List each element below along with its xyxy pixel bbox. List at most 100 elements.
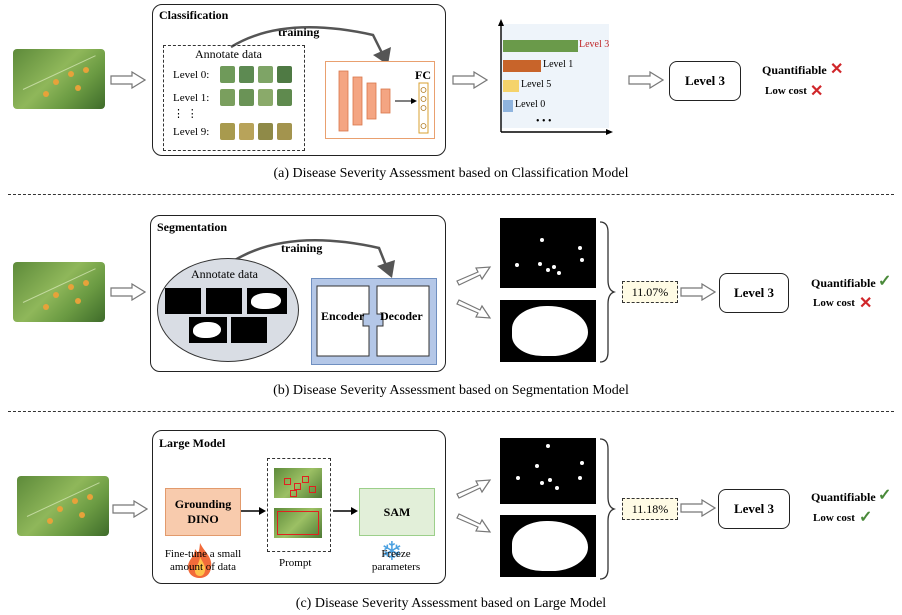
result-level-box: Level 3 (718, 489, 790, 529)
spot-mask-thumb (206, 288, 242, 314)
level-0-label: Level 0: (173, 69, 210, 81)
arrow-up-right-icon (456, 266, 492, 286)
sam-box: SAM (359, 488, 435, 536)
arrow-right-icon (680, 499, 716, 517)
arrow-right-icon (110, 71, 146, 89)
check-icon: ✓ (859, 509, 873, 526)
sample-thumb (239, 89, 254, 106)
check-icon: ✓ (878, 273, 892, 290)
bracket (599, 221, 616, 363)
chart-axes (498, 19, 613, 135)
classification-panel: Classification training Annotate data Le… (152, 4, 446, 156)
leaf-image-c (17, 476, 109, 536)
segmentation-panel: Segmentation training Annotate data Enco… (150, 215, 446, 372)
result-level-box: Level 3 (719, 273, 789, 313)
sample-thumb (239, 123, 254, 140)
snowflake-icon: ❄ (381, 537, 403, 566)
percent-box: 11.07% (622, 281, 678, 303)
caption-b: (b) Disease Severity Assessment based on… (273, 383, 629, 398)
caption-c: (c) Disease Severity Assessment based on… (295, 596, 607, 611)
percent-box: 11.18% (622, 498, 678, 520)
leaf-image-a (13, 49, 105, 109)
low-cost-label: Low cost (813, 297, 855, 309)
arrow-right-icon (110, 283, 146, 301)
training-arrow (234, 239, 395, 278)
annotate-data-box (163, 45, 305, 151)
annotate-label: Annotate data (195, 47, 262, 61)
result-level-box: Level 3 (669, 61, 741, 101)
sample-thumb (258, 89, 273, 106)
leaf-image-b (13, 262, 105, 322)
cnn-network-diagram (338, 70, 429, 134)
low-cost-label: Low cost (813, 512, 855, 524)
quantifiable-label: Quantifiable (811, 276, 876, 290)
bar-level-5 (503, 80, 519, 92)
sam-label: SAM (383, 504, 411, 519)
sample-thumb (258, 66, 273, 83)
grounding-dino-box: Grounding DINO (165, 488, 241, 536)
quantifiable-label: Quantifiable (811, 490, 876, 504)
arrow-right-icon (680, 283, 716, 301)
panel-title: Classification (159, 8, 229, 22)
bar-label-level-0: Level 0 (515, 99, 546, 110)
spot-mask-thumb (231, 317, 267, 343)
annotate-label: Annotate data (191, 267, 258, 281)
arrow-down-right-icon (456, 299, 492, 319)
spot-mask-output (500, 438, 596, 504)
arrow-right-icon (628, 71, 664, 89)
panel-title: Large Model (159, 436, 226, 450)
spot-mask-thumb (165, 288, 201, 314)
leaf-mask-thumb (189, 317, 227, 343)
training-label: training (281, 241, 323, 255)
arrow-up-right-icon (456, 479, 492, 499)
freeze-label: Freeze parameters (371, 548, 421, 573)
low-cost-label: Low cost (765, 85, 807, 97)
section-divider (8, 194, 894, 195)
sample-thumb (258, 123, 273, 140)
decoder-label: Decoder (380, 309, 423, 323)
spot-mask-output (500, 218, 596, 288)
bar-level-1 (503, 60, 541, 72)
arrow-to-sam (333, 507, 358, 515)
caption-a: (a) Disease Severity Assessment based on… (273, 166, 629, 181)
panel-title: Segmentation (157, 220, 227, 234)
sample-thumb (277, 123, 292, 140)
leaf-mask-output (500, 515, 596, 577)
leaf-mask-output (500, 300, 596, 362)
sample-thumb (220, 66, 235, 83)
sample-thumb (220, 89, 235, 106)
bar-level-3 (503, 40, 578, 52)
prompt-box (267, 458, 331, 552)
arrow-right-icon (452, 71, 488, 89)
grounding-dino-label: Grounding DINO (174, 497, 232, 526)
finetune-label: Fine-tune a small amount of data (164, 548, 242, 573)
sample-thumb (239, 66, 254, 83)
prompt-label: Prompt (279, 557, 312, 569)
cross-icon: ✕ (859, 295, 873, 312)
level-ellipsis: ⋮ ⋮ (173, 108, 198, 120)
arrow-down-right-icon (456, 513, 492, 533)
chart-ellipsis: • • • (536, 116, 552, 127)
cross-icon: ✕ (810, 83, 824, 100)
bar-label-level-1: Level 1 (543, 59, 574, 70)
sample-thumb (220, 123, 235, 140)
level-9-label: Level 9: (173, 126, 210, 138)
training-arrow (230, 26, 391, 65)
large-model-panel: Large Model Grounding DINO Fine-tune a s… (152, 430, 446, 584)
cross-icon: ✕ (830, 61, 844, 78)
arrow-right-icon (112, 500, 148, 518)
prompt-image-points (274, 468, 322, 498)
prompt-image-box (274, 508, 322, 538)
class-chart: Level 3 Level 1 Level 5 Level 0 • • • (493, 18, 613, 136)
encoder-decoder-shapes (316, 285, 430, 357)
sample-thumb (277, 66, 292, 83)
fc-label: FC (415, 68, 431, 82)
bracket (599, 438, 616, 580)
encoder-label: Encoder (321, 309, 365, 323)
bar-label-level-5: Level 5 (521, 79, 552, 90)
section-divider (8, 411, 894, 412)
quantifiable-label: Quantifiable (762, 63, 827, 77)
bar-level-0 (503, 100, 513, 112)
bar-label-level-3: Level 3 (579, 39, 610, 50)
level-1-label: Level 1: (173, 92, 210, 104)
